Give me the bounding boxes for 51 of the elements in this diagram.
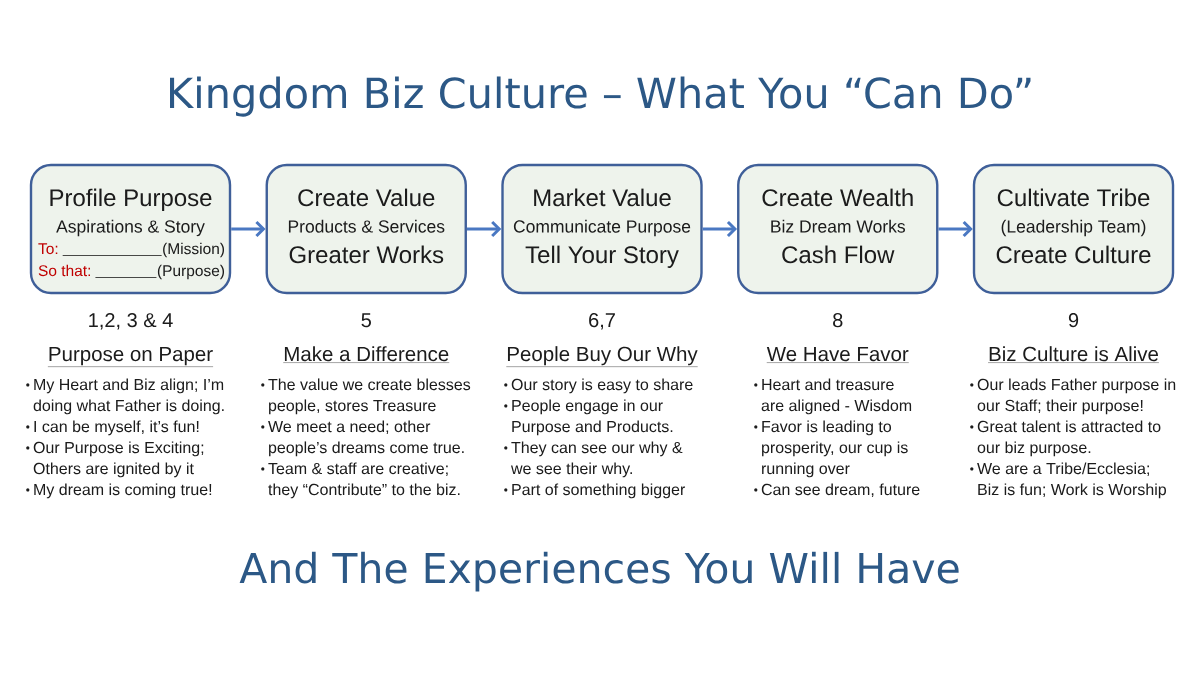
bullet-point: Part of something bigger [512,483,686,499]
bullet-point: Our story is easy to share [511,378,693,394]
box-tagline: Cash Flow [782,245,895,264]
bullet-point: They can see our why & we see their why. [511,441,683,478]
column-heading: People Buy Our Why [506,346,698,367]
bullet-point: Great talent is attracted to our biz purpose. [977,420,1161,457]
caption: And The Experiences You Will Have [239,551,959,592]
column-heading: Make a Difference [283,346,450,363]
box-title: Market Value [534,188,671,207]
arrow [702,220,738,238]
box-title: Create Wealth [762,188,913,207]
column-heading: Biz Culture is Alive [987,346,1160,363]
field-label: To: [38,243,58,255]
field-hint: (Mission) [163,242,225,258]
bullet-point: Our Purpose is Exciting; Others are ignited by it [33,441,204,478]
box-tagline: Greater Works [289,245,444,264]
bullet-point: My dream is coming true! [34,483,212,499]
field-label: So that: [38,264,90,277]
column-heading: Purpose on Paper [47,346,214,367]
arrow [231,220,266,238]
step-number: 9 [1068,313,1079,328]
bullet-point: I can be myself, it’s fun! [34,420,199,436]
box-subtitle: Products & Services [288,219,445,233]
step-number: 5 [361,313,371,328]
box-title: Profile Purpose [50,188,212,211]
bullet-point: Can see dream, future [761,483,920,498]
box-title: Cultivate Tribe [997,188,1150,207]
arrow [466,220,502,238]
column-heading: We Have Favor [766,346,909,363]
bullet-point: Favor is leading to prosperity, our cup is running over [762,420,908,478]
bullet-point: People engage in our Purpose and Products. [512,399,673,436]
box-subtitle: Communicate Purpose [513,219,691,237]
box-tagline: Create Culture [996,245,1151,264]
step-number: 1,2, 3 & 4 [89,313,173,330]
arrow [938,220,973,238]
box-subtitle: Aspirations & Story [56,219,205,237]
bullet-point: Heart and treasure are aligned - Wisdom [761,378,912,415]
title: Kingdom Biz Culture – What You “Can Do” [170,76,1031,117]
box-title: Create Value [298,188,435,207]
box-subtitle: Biz Dream Works [771,219,906,233]
step-number: 6,7 [589,313,615,330]
bullet-point: Our leads Father purpose in our Staff; their purpose! [977,378,1176,415]
bullet-point: We meet a need; other people’s dreams come true. [268,420,464,457]
bullet-point: My Heart and Biz align; I’m doing what Father is doing. [33,378,224,415]
bullet-point: The value we create blesses people, stores Treasure [268,378,471,415]
field-hint: (Purpose) [157,264,225,280]
box-tagline: Tell Your Story [525,245,679,268]
step-number: 8 [833,313,843,328]
box-subtitle: (Leadership Team) [1001,219,1146,237]
bullet-point: We are a Tribe/Ecclesia; Biz is fun; Work is Worship [977,462,1166,499]
bullet-point: Team & staff are creative; they “Contribute” to the biz. [268,462,460,499]
